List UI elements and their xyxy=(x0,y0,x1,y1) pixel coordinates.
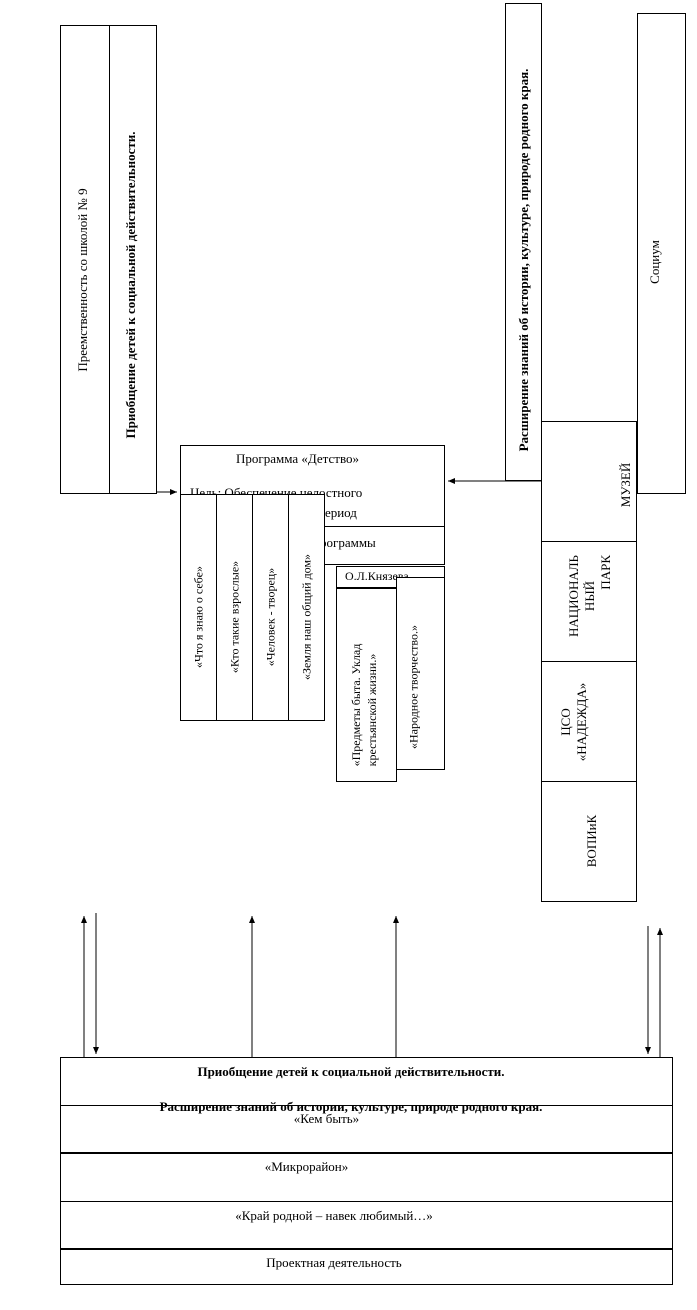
bottom-divider-2 xyxy=(60,1152,673,1154)
module-household-col xyxy=(336,588,397,782)
program-goal-line2: период xyxy=(318,505,357,520)
bottom-divider-4 xyxy=(60,1248,673,1250)
vopiik-cell xyxy=(541,781,637,902)
bottom-row-district: «Микрорайон» xyxy=(264,1159,349,1174)
bottom-divider-1 xyxy=(60,1105,673,1106)
bottom-block xyxy=(60,1057,673,1285)
programs-label: рограммы xyxy=(320,535,376,550)
national-park-cell xyxy=(541,541,637,662)
bottom-divider-3 xyxy=(60,1201,673,1202)
program-divider xyxy=(324,526,445,527)
bottom-heading-2: Расширение знаний об истории, культуре, … xyxy=(159,1099,543,1114)
museum-cell xyxy=(541,421,637,542)
module-col-4 xyxy=(288,494,325,721)
bottom-heading-1: Приобщение детей к социальной действител… xyxy=(197,1064,505,1079)
bottom-row-projects: Проектная деятельность xyxy=(266,1255,402,1270)
socium-box xyxy=(637,13,686,494)
bottom-row-native-land: «Край родной – навек любимый…» xyxy=(235,1208,433,1223)
program-title: Программа «Детство» xyxy=(235,451,359,466)
knyazeva-label: О.Л.Князева xyxy=(345,569,409,583)
module-folk-art-col xyxy=(396,577,445,770)
left-panel-col2 xyxy=(109,25,157,494)
bottom-row-profession: «Кем быть» xyxy=(293,1111,360,1126)
left-panel-col1 xyxy=(60,25,110,494)
cso-cell xyxy=(541,661,637,782)
